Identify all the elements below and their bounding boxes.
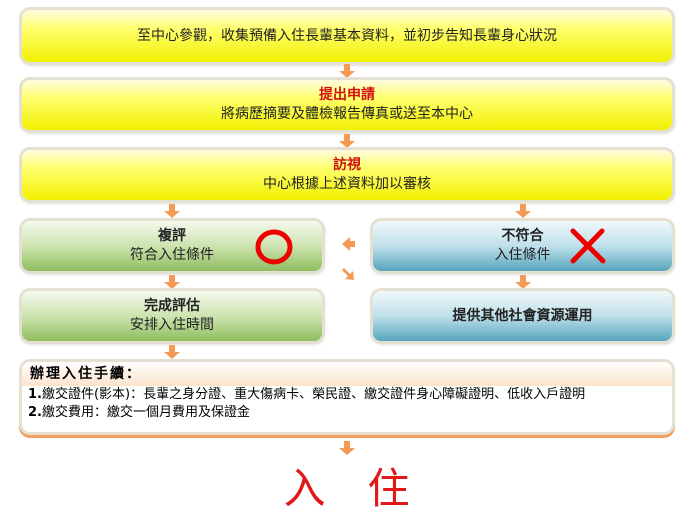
step-not-qualified: 不符合入住條件 [373,221,672,271]
item-text: 長輩之身分證、重大傷病卡、榮民證、繳交證件身心障礙證明、低收入戶證明 [143,387,586,402]
procedure-box: 辦理入住手續： 1.繳交證件(影本)：長輩之身分證、重大傷病卡、榮民證、繳交證件… [22,362,672,432]
step-visit: 至中心參觀，收集預備入住長輩基本資料，並初步告知長輩身心狀況 [22,10,672,62]
item-text: 繳交一個月費用及保證金 [107,405,251,420]
step-inspect: 訪視中心根據上述資料加以審核 [22,150,672,200]
item-number: 2. [28,405,42,420]
item-label: 繳交證件(影本)： [41,387,144,402]
step-text: 入住條件 [494,247,551,263]
step-title: 複評 [158,228,186,244]
cross-icon [570,228,606,264]
step-title: 提供其他社會資源運用 [452,307,593,324]
procedure-title: 辦理入住手續： [22,362,672,386]
step-title: 不符合 [501,228,544,244]
arrow-left-icon [342,237,355,280]
item-label: 繳交費用： [41,405,107,420]
final-move-in: 入 住 [283,464,410,513]
step-text: 符合入住條件 [130,247,214,263]
circle-check-icon [255,229,293,265]
procedure-item: 2.繳交費用：繳交一個月費用及保證金 [22,404,672,422]
item-number: 1. [28,387,42,402]
step-title: 訪視 [333,157,361,173]
step-text: 中心根據上述資料加以審核 [263,176,431,192]
step-text: 將病歷摘要及體檢報告傳真或送至本中心 [221,106,473,122]
step-title: 完成評估 [144,298,200,314]
step-title: 提出申請 [319,87,375,103]
procedure-item: 1.繳交證件(影本)：長輩之身分證、重大傷病卡、榮民證、繳交證件身心障礙證明、低… [22,386,672,404]
step-text: 至中心參觀，收集預備入住長輩基本資料，並初步告知長輩身心狀況 [137,27,557,44]
step-reassess: 複評符合入住條件 [22,221,322,271]
step-resources: 提供其他社會資源運用 [373,291,672,341]
step-apply: 提出申請將病歷摘要及體檢報告傳真或送至本中心 [22,80,672,130]
step-text: 安排入住時間 [130,317,214,333]
step-complete: 完成評估安排入住時間 [22,291,322,341]
